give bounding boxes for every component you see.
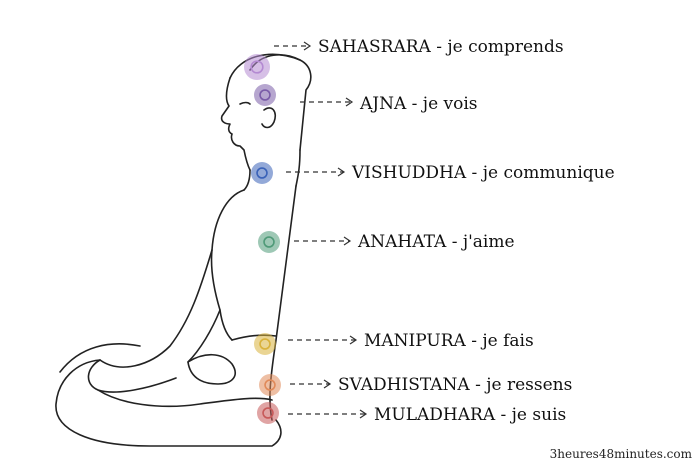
chakra-label-manipura: MANIPURA - je fais	[364, 331, 534, 351]
chakra-label-svadhistana: SVADHISTANA - je ressens	[338, 375, 573, 395]
arrow-head-sahasrara	[303, 41, 312, 51]
chakra-label-ajna: AJNA - je vois	[360, 94, 478, 114]
arrow-head-manipura	[349, 335, 358, 345]
chakra-label-vishuddha: VISHUDDHA - je communique	[352, 163, 615, 183]
arrow-head-svadhistana	[323, 379, 332, 389]
chakra-marker-manipura	[254, 333, 276, 355]
chakra-marker-sahasrara	[244, 54, 270, 80]
chakra-symbol-ajna	[259, 89, 271, 101]
chakra-symbol-manipura	[259, 338, 271, 350]
chakra-marker-muladhara	[257, 402, 279, 424]
arrow-head-ajna	[345, 97, 354, 107]
chakra-label-anahata: ANAHATA - j'aime	[358, 232, 515, 252]
chakra-label-sahasrara: SAHASRARA - je comprends	[318, 37, 564, 57]
chakra-marker-vishuddha	[251, 162, 273, 184]
chakra-symbol-svadhistana	[264, 379, 276, 391]
credit-watermark: 3heures48minutes.com	[549, 447, 692, 461]
arrow-head-vishuddha	[337, 167, 346, 177]
chakra-marker-anahata	[258, 231, 280, 253]
chakra-symbol-anahata	[263, 236, 275, 248]
arrow-head-muladhara	[359, 409, 368, 419]
chakra-symbol-vishuddha	[256, 167, 268, 179]
chakra-label-muladhara: MULADHARA - je suis	[374, 405, 567, 425]
chakra-marker-svadhistana	[259, 374, 281, 396]
chakra-symbol-muladhara	[262, 407, 274, 419]
chakra-symbol-sahasrara	[250, 60, 264, 74]
arrow-head-anahata	[343, 236, 352, 246]
chakra-marker-ajna	[254, 84, 276, 106]
